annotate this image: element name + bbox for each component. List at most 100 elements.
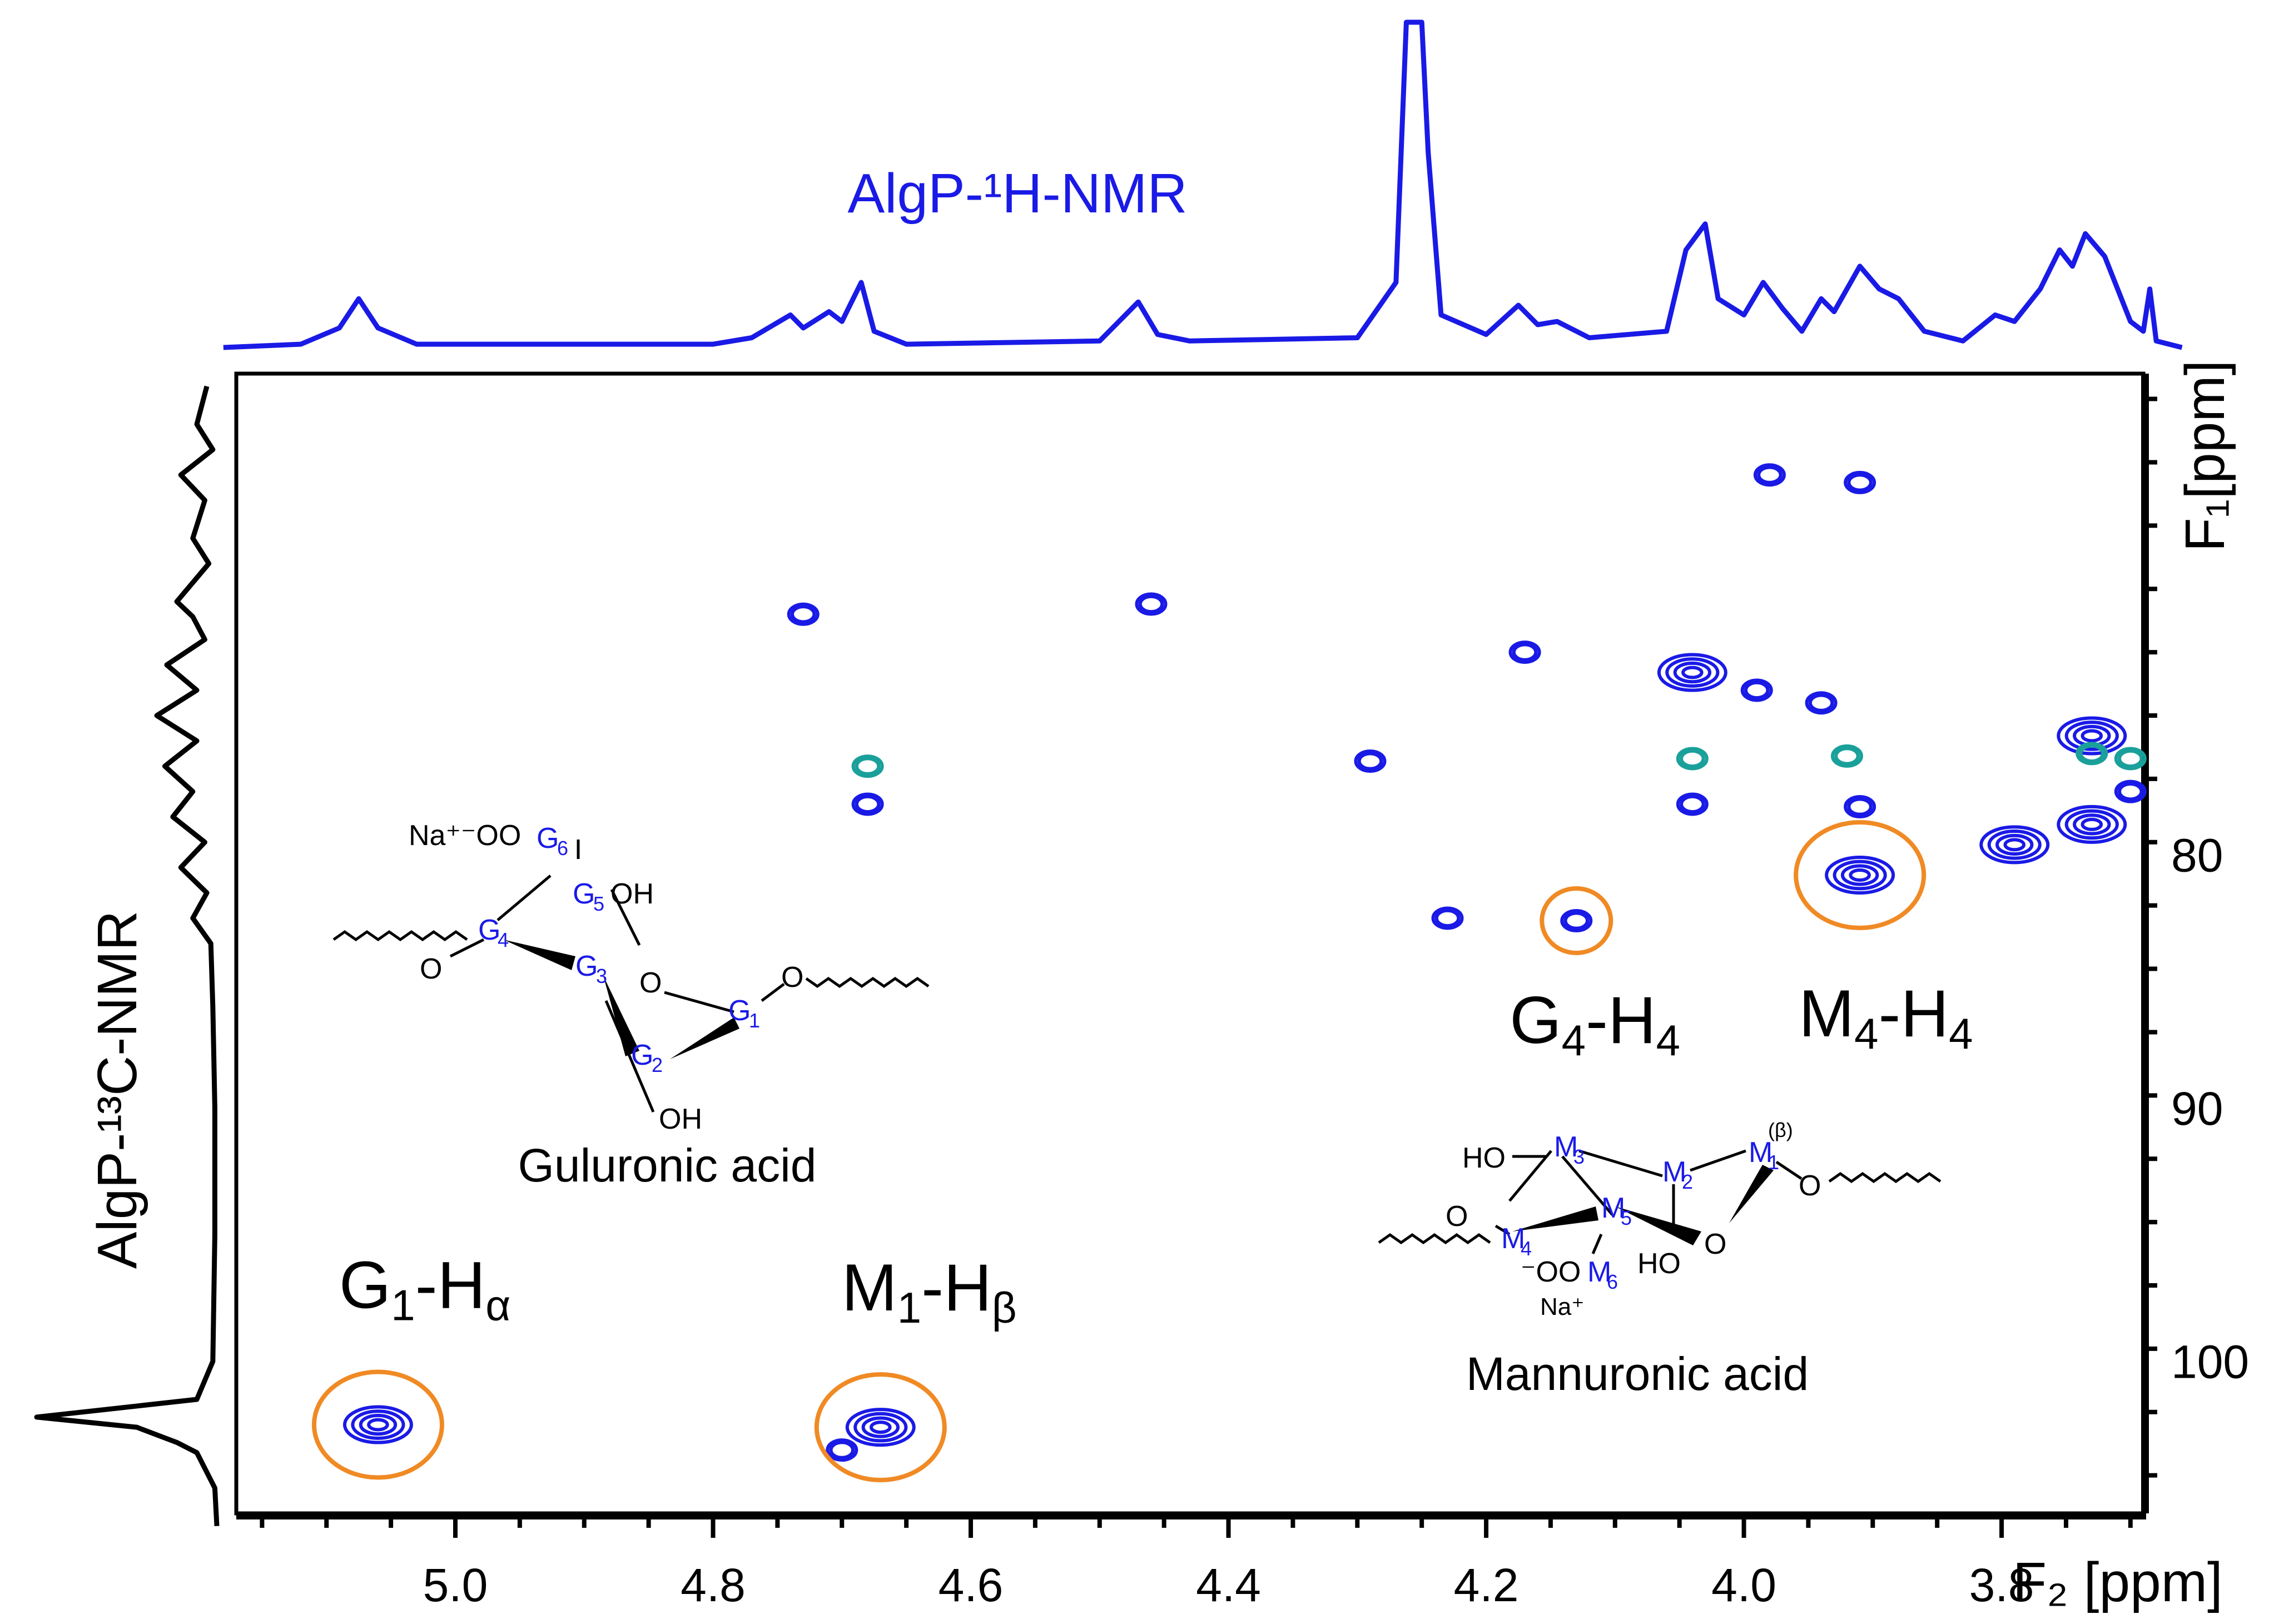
contour-peak	[1354, 749, 1387, 773]
contour-level	[2079, 744, 2105, 763]
contour-peak	[787, 602, 820, 626]
y-tick-label: 100	[2171, 1336, 2249, 1388]
x-tick-label: 4.2	[1454, 1559, 1519, 1611]
contour-level	[2057, 804, 2127, 844]
contour-level	[1354, 749, 1387, 773]
x-tick-label: 4.6	[939, 1559, 1004, 1611]
contour-level	[1833, 860, 1887, 891]
left-projection: AlgP-¹³C-NMR	[34, 385, 220, 1527]
contour-level	[861, 1416, 900, 1438]
contour-peak	[1135, 592, 1168, 616]
svg-text:M: M	[1662, 1156, 1686, 1188]
contour-level	[1840, 864, 1879, 886]
contour-level	[1987, 830, 2042, 860]
contour-level	[1830, 744, 1863, 768]
guluronic-acid-structure: Na⁺⁻OO G 6 G 5 OH G 4 G 3 O O G 1 O G 2 …	[332, 820, 930, 1191]
contour-level	[1563, 911, 1590, 930]
contour-level	[2073, 813, 2111, 836]
contour-peak	[1979, 825, 2050, 865]
x-tick-label: 3.8	[1969, 1559, 2034, 1611]
peak-label: G4-H4	[1510, 983, 1680, 1065]
contour-level	[1680, 794, 1705, 814]
contour-level	[1847, 797, 1873, 816]
carbon-spectrum-trace	[34, 385, 220, 1527]
y-tick-label: 90	[2171, 1082, 2223, 1135]
contour-peak	[1431, 906, 1464, 930]
guluronic-caption: Guluronic acid	[518, 1139, 817, 1191]
contour-level	[1512, 643, 1538, 662]
contour-level	[2114, 779, 2147, 803]
contour-level	[2003, 838, 2026, 852]
x-axis-ticks: 5.0 4.8 4.6 4.4 4.2 4.0 3.8	[260, 1516, 2133, 1611]
svg-text:G: G	[537, 822, 559, 855]
contour-level	[2076, 742, 2108, 766]
contour-level	[1508, 640, 1541, 664]
contour-peak	[2057, 716, 2127, 756]
x-tick-label: 4.4	[1196, 1559, 1261, 1611]
svg-text:G: G	[478, 914, 500, 946]
contour-peak	[1844, 795, 1876, 818]
annotation-circle	[814, 1372, 947, 1483]
annotation-circle	[311, 1369, 444, 1480]
peak-label: G1-Hα	[339, 1248, 510, 1330]
contour-level	[1844, 470, 1876, 494]
contour-peak	[1740, 678, 1773, 702]
contour-level	[2064, 721, 2119, 751]
contour-level	[869, 1421, 892, 1434]
contour-level	[1657, 653, 1727, 692]
svg-text:Na⁺⁻OO: Na⁺⁻OO	[409, 820, 521, 852]
contour-level	[1676, 792, 1709, 816]
contour-level	[1844, 795, 1876, 818]
svg-text:G: G	[631, 1039, 653, 1071]
svg-text:5: 5	[1621, 1206, 1632, 1229]
contour-peak	[1676, 792, 1709, 816]
contour-level	[1673, 661, 1712, 684]
svg-text:G: G	[575, 950, 598, 982]
contour-level	[2057, 716, 2127, 756]
contour-level	[1138, 594, 1164, 614]
contour-level	[1753, 463, 1786, 487]
contour-level	[1681, 666, 1704, 679]
svg-text:O: O	[781, 961, 803, 994]
svg-text:OH: OH	[659, 1103, 702, 1135]
contour-peak	[1753, 463, 1786, 487]
plot-frame	[234, 371, 2146, 1516]
svg-text:1: 1	[1768, 1151, 1779, 1174]
contour-peak	[1657, 653, 1727, 692]
svg-text:1: 1	[749, 1009, 760, 1032]
annotation-circle	[1794, 820, 1927, 930]
svg-text:(β): (β)	[1768, 1119, 1793, 1141]
contour-level	[853, 1412, 908, 1443]
contour-level	[1665, 657, 1720, 688]
contour-level	[1357, 752, 1383, 771]
svg-text:3: 3	[1573, 1145, 1585, 1168]
proton-spectrum-trace	[223, 19, 2183, 350]
contour-level	[1431, 906, 1464, 930]
contour-level	[1757, 465, 1783, 484]
x-tick-label: 4.0	[1711, 1559, 1776, 1611]
contour-level	[1834, 747, 1860, 766]
svg-text:HO: HO	[1462, 1142, 1506, 1174]
svg-text:4: 4	[498, 928, 509, 951]
contour-level	[351, 1409, 405, 1440]
svg-text:O: O	[1446, 1200, 1468, 1233]
svg-text:O: O	[639, 967, 662, 999]
contour-level	[1825, 856, 1895, 895]
contour-level	[1434, 908, 1461, 928]
contour-level	[1995, 833, 2034, 856]
peak-label: M1-Hβ	[842, 1250, 1017, 1332]
x-tick-label: 4.8	[681, 1559, 746, 1611]
contour-peak	[845, 1408, 916, 1447]
contour-peaks	[342, 463, 2147, 1462]
contour-level	[1979, 825, 2050, 865]
contour-level	[787, 602, 820, 626]
svg-text:3: 3	[596, 965, 607, 987]
x-tick-label: 5.0	[423, 1559, 488, 1611]
svg-text:M: M	[1601, 1192, 1625, 1224]
y-axis-label: F₁[ppm]	[2174, 360, 2236, 552]
left-projection-label: AlgP-¹³C-NMR	[86, 911, 148, 1269]
svg-text:4: 4	[1521, 1237, 1532, 1260]
